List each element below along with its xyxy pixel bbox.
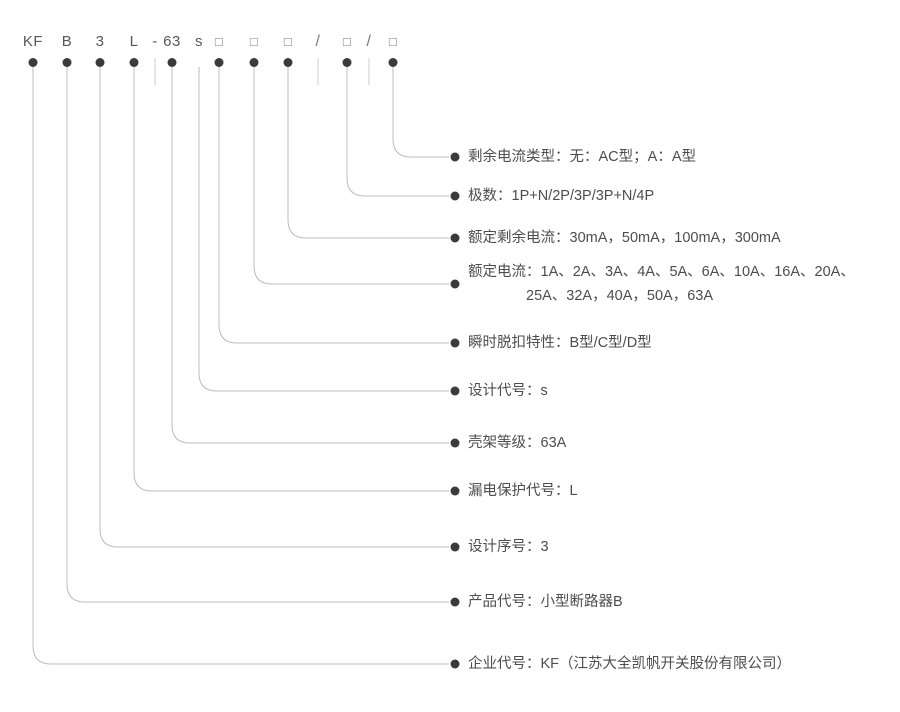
model-code-token-4: - [152, 33, 158, 50]
callout-dot-design-serial-number [450, 542, 460, 552]
model-code-token-12: / [366, 33, 372, 50]
leader-line-enterprise-code [32, 67, 449, 665]
leader-line-instantaneous-trip-characteristic [218, 67, 449, 344]
callout-dot-frame-rating [450, 438, 460, 448]
callout-label-enterprise-code: 企业代号：KF（江苏大全凯帆开关股份有限公司） [468, 652, 791, 676]
callout-label-earth-leakage-protection-code: 漏电保护代号：L [468, 479, 578, 503]
callout-label-line1-pole-number: 极数：1P+N/2P/3P/3P+N/4P [468, 188, 655, 204]
model-code-token-0: KF [22, 33, 44, 50]
leader-line-earth-leakage-protection-code [133, 67, 449, 492]
model-code-token-3: L [129, 33, 139, 50]
anchor-dot-9 [283, 58, 293, 67]
leader-line-frame-rating [171, 67, 449, 444]
callout-label-rated-current: 额定电流：1A、2A、3A、4A、5A、6A、10A、16A、20A、 25A、3… [468, 260, 855, 308]
anchor-dot-7 [214, 58, 224, 67]
callout-dot-design-code [450, 386, 460, 396]
model-code-token-1: B [61, 33, 73, 50]
model-code-token-2: 3 [95, 33, 105, 50]
leader-line-product-code [66, 67, 449, 603]
callout-label-pole-number: 极数：1P+N/2P/3P/3P+N/4P [468, 184, 654, 208]
leader-line-rated-residual-current [287, 67, 449, 239]
anchor-dot-5 [167, 58, 177, 67]
callout-label-line1-instantaneous-trip-characteristic: 瞬时脱扣特性：B型/C型/D型 [468, 335, 652, 351]
model-code-token-5: 63 [163, 33, 181, 50]
callout-dot-instantaneous-trip-characteristic [450, 338, 460, 348]
callout-label-line1-frame-rating: 壳架等级：63A [468, 435, 567, 451]
callout-dot-rated-residual-current [450, 233, 460, 243]
anchor-dot-13 [388, 58, 398, 67]
callout-dot-product-code [450, 597, 460, 607]
leader-line-residual-current-type [392, 67, 449, 158]
callout-label-line1-product-code: 产品代号：小型断路器B [468, 594, 623, 610]
callout-label-product-code: 产品代号：小型断路器B [468, 590, 623, 614]
model-code-row: KF B 3 L-63 s □ □ □ / □ / □ [0, 32, 900, 67]
callout-label-line1-residual-current-type: 剩余电流类型：无：AC型；A：A型 [468, 149, 696, 165]
callout-label-residual-current-type: 剩余电流类型：无：AC型；A：A型 [468, 145, 696, 169]
model-code-token-11: □ [342, 34, 352, 49]
model-code-token-7: □ [214, 34, 224, 49]
callout-label-instantaneous-trip-characteristic: 瞬时脱扣特性：B型/C型/D型 [468, 331, 652, 355]
callout-label-line1-design-code: 设计代号：s [468, 383, 548, 399]
callout-dot-pole-number [450, 191, 460, 201]
callout-label-rated-residual-current: 额定剩余电流：30mA，50mA，100mA，300mA [468, 226, 781, 250]
model-code-token-10: / [315, 33, 321, 50]
callout-dot-residual-current-type [450, 152, 460, 162]
anchor-dot-1 [62, 58, 72, 67]
callout-label-design-serial-number: 设计序号：3 [468, 535, 549, 559]
anchor-dot-0 [28, 58, 38, 67]
anchor-dot-11 [342, 58, 352, 67]
callout-label-design-code: 设计代号：s [468, 379, 548, 403]
anchor-dot-8 [249, 58, 259, 67]
model-code-token-13: □ [388, 34, 398, 49]
callout-dot-enterprise-code [450, 659, 460, 669]
callout-label-line1-rated-residual-current: 额定剩余电流：30mA，50mA，100mA，300mA [468, 230, 781, 246]
callout-label-line1-enterprise-code: 企业代号：KF（江苏大全凯帆开关股份有限公司） [468, 656, 792, 672]
model-code-token-9: □ [283, 34, 293, 49]
leader-line-design-serial-number [99, 67, 449, 548]
callout-dot-earth-leakage-protection-code [450, 486, 460, 496]
leader-line-rated-current [253, 67, 449, 285]
callout-label-frame-rating: 壳架等级：63A [468, 431, 566, 455]
anchor-dot-3 [129, 58, 139, 67]
callout-label-line2-rated-current: 25A、32A，40A，50A，63A [526, 288, 713, 304]
model-code-token-8: □ [249, 34, 259, 49]
callout-label-line1-rated-current: 额定电流：1A、2A、3A、4A、5A、6A、10A、16A、20A、 [468, 264, 855, 280]
leader-line-pole-number [346, 67, 449, 197]
callout-dot-rated-current [450, 279, 460, 289]
leader-line-design-code [198, 67, 449, 392]
anchor-dot-2 [95, 58, 105, 67]
callout-label-line1-design-serial-number: 设计序号：3 [468, 539, 549, 555]
model-code-token-6: s [195, 33, 203, 50]
callout-label-line1-earth-leakage-protection-code: 漏电保护代号：L [468, 483, 578, 499]
